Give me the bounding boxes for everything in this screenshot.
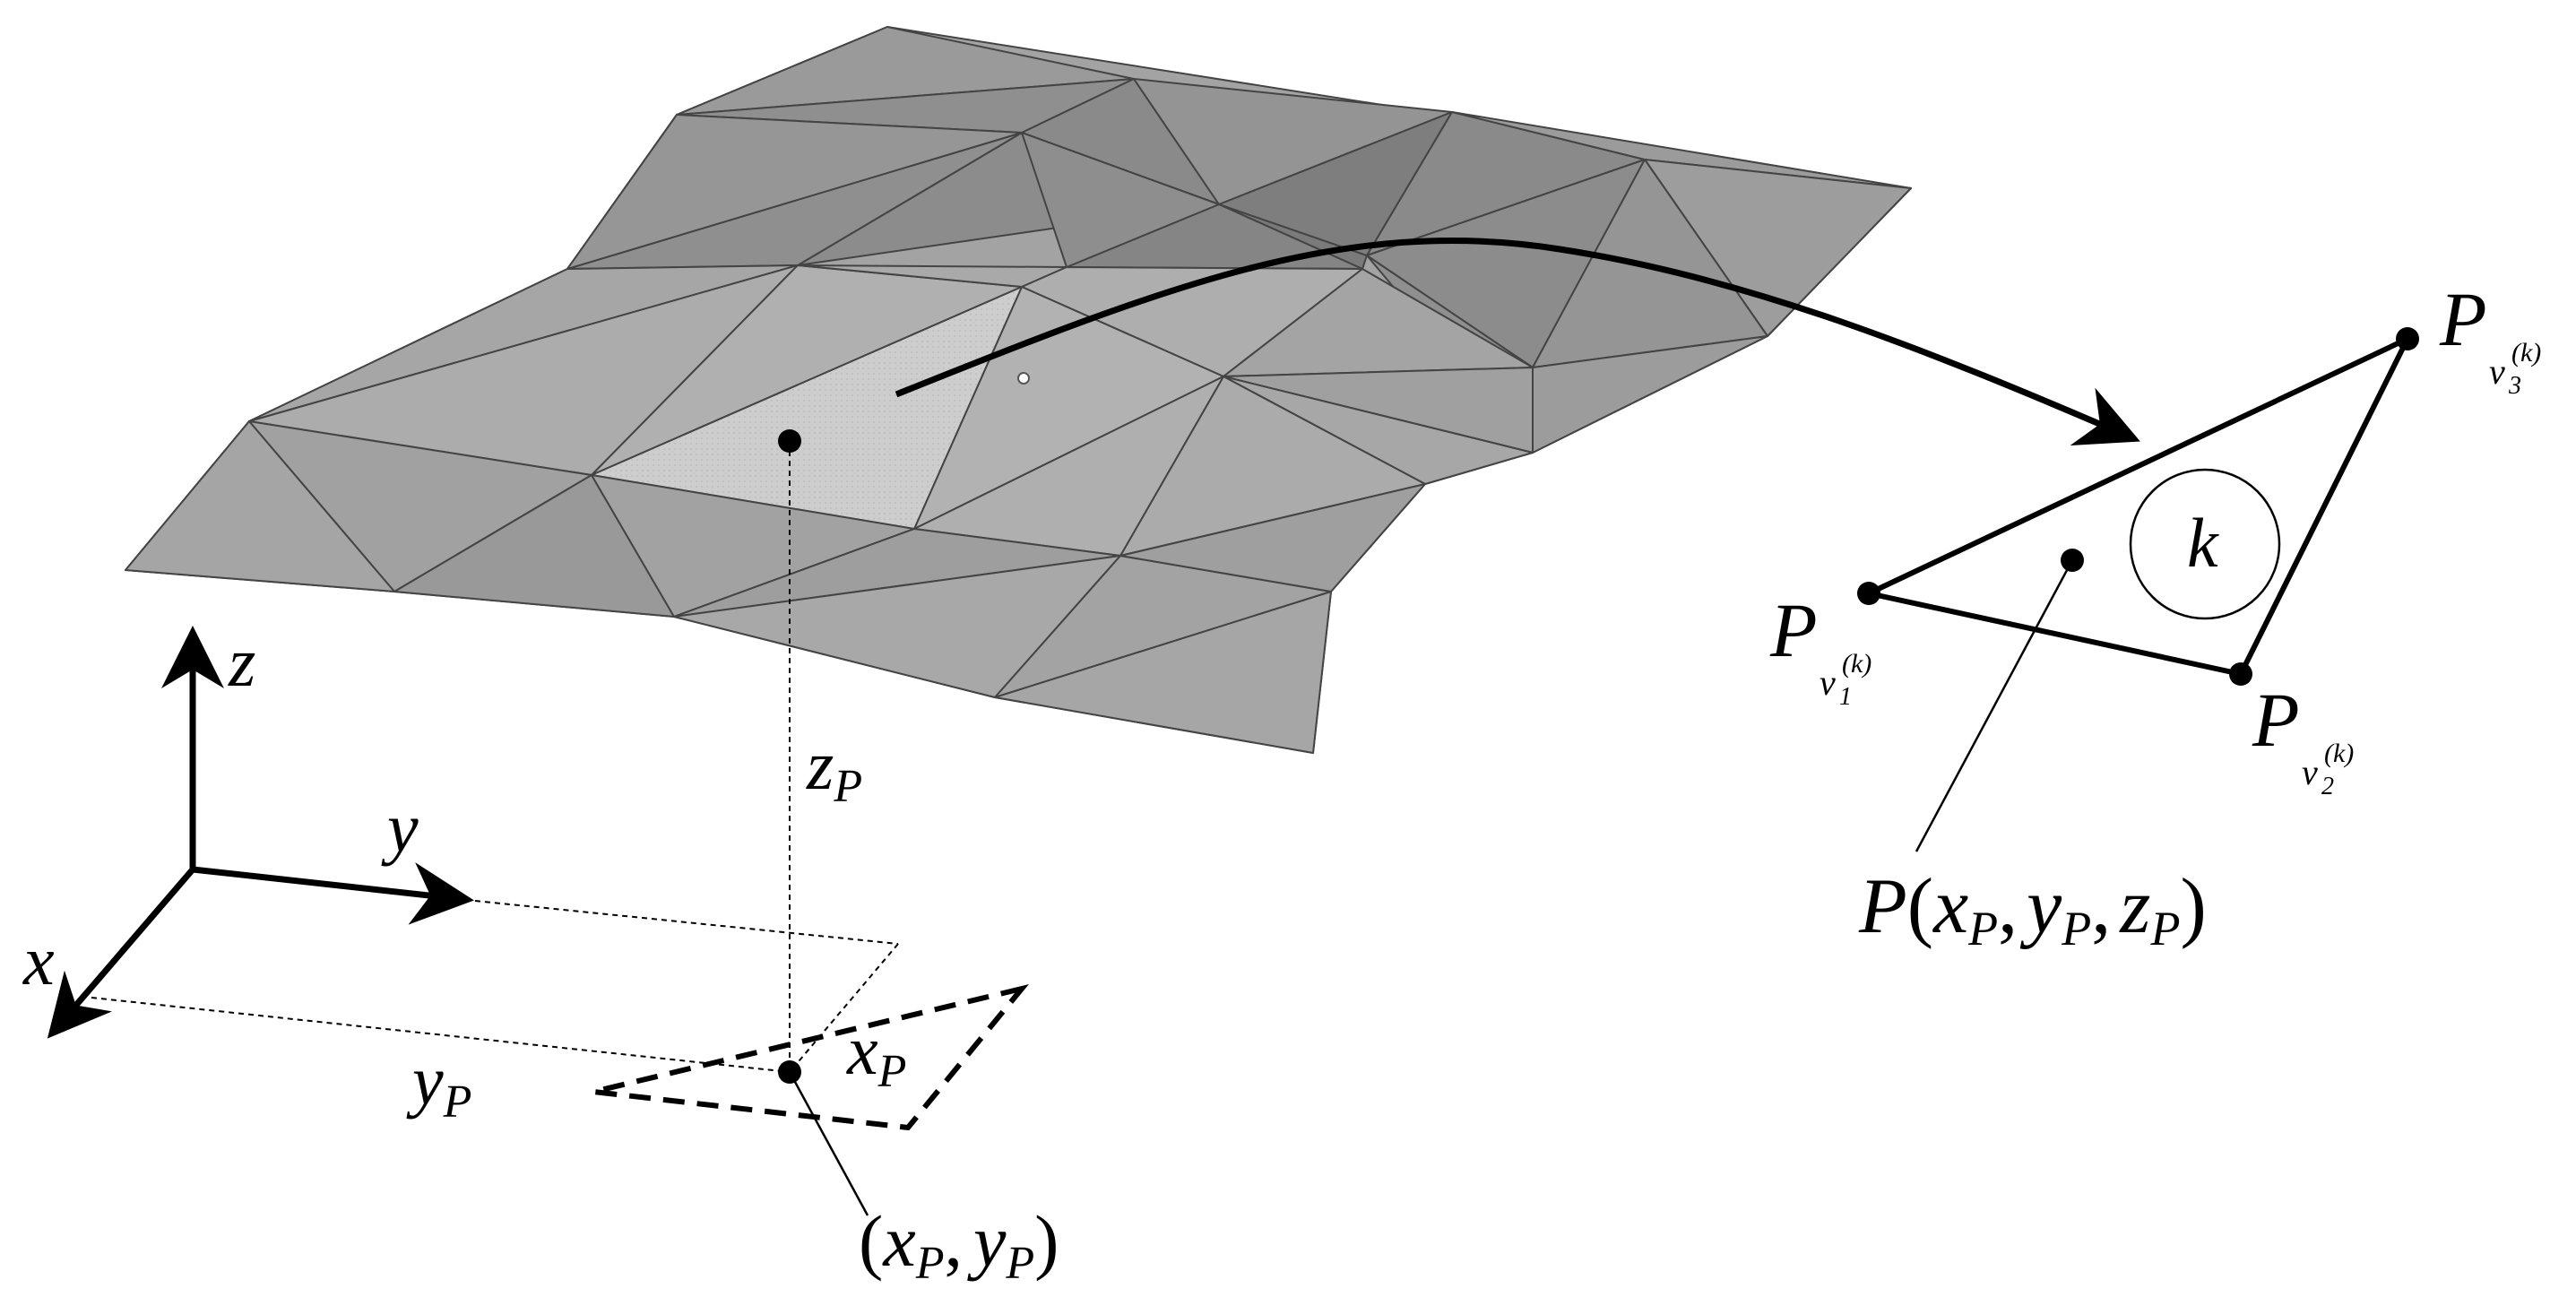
mesh-facet <box>994 591 1332 754</box>
svg-text:P: P <box>1769 587 1818 673</box>
projected-coordinates-label: (xP,yP) <box>859 1200 1059 1289</box>
svg-text:3: 3 <box>2508 372 2521 400</box>
surface-mark <box>1017 372 1030 385</box>
svg-text:P: P <box>2252 677 2300 763</box>
projected-point-leader <box>788 1071 869 1216</box>
mesh-facet <box>1021 132 1220 268</box>
vertex-1-label: P v 1 (k) <box>1769 587 1871 711</box>
x-axis-label: x <box>22 921 55 999</box>
svg-text:v: v <box>1820 662 1836 703</box>
x-axis <box>47 867 195 1039</box>
yp-offset-line <box>91 997 791 1073</box>
element-label-k: k <box>2187 504 2219 582</box>
vertex-1-point <box>1857 582 1880 605</box>
vertex-2-label: P v 2 (k) <box>2252 677 2354 800</box>
svg-text:P: P <box>2439 276 2487 362</box>
z-p-label: zP <box>806 726 862 812</box>
surface-point <box>778 429 801 453</box>
x-p-label: xP <box>846 1011 906 1097</box>
projected-triangle <box>592 983 1029 1131</box>
interior-point-leader <box>1915 559 2074 852</box>
svg-text:v: v <box>2302 752 2318 792</box>
element-detail: k <box>1857 327 2419 852</box>
y-p-label: yP <box>406 1042 471 1128</box>
element-circle <box>2129 468 2281 620</box>
mesh-facet <box>1532 335 1768 454</box>
vertex-2-point <box>2229 662 2252 686</box>
triangular-mesh-surface <box>125 26 1912 754</box>
z-axis-label: z <box>228 623 255 701</box>
y-axis-label: y <box>381 789 419 867</box>
svg-text:1: 1 <box>1839 683 1852 711</box>
svg-text:v: v <box>2489 351 2505 392</box>
mesh-facet <box>125 420 395 592</box>
coordinate-axes <box>47 626 474 1039</box>
svg-text:(k): (k) <box>1842 649 1871 679</box>
projection-lines <box>91 429 1029 1216</box>
y-axis <box>192 862 474 925</box>
mesh-facet <box>566 114 1023 270</box>
mesh-facet <box>1119 483 1426 592</box>
vertex-3-label: P v 3 (k) <box>2439 276 2541 400</box>
svg-text:2: 2 <box>2321 773 2334 800</box>
svg-text:(k): (k) <box>2511 338 2541 367</box>
x-axis-offset-line <box>789 943 899 1073</box>
mapping-arrow <box>895 237 2140 445</box>
y-axis-offset-line <box>474 900 899 945</box>
svg-text:(k): (k) <box>2324 739 2354 768</box>
vertex-3-point <box>2396 327 2419 350</box>
element-triangle <box>1866 336 2410 677</box>
point-coordinates-label: P(xP,yP,zP) <box>1858 863 2207 955</box>
